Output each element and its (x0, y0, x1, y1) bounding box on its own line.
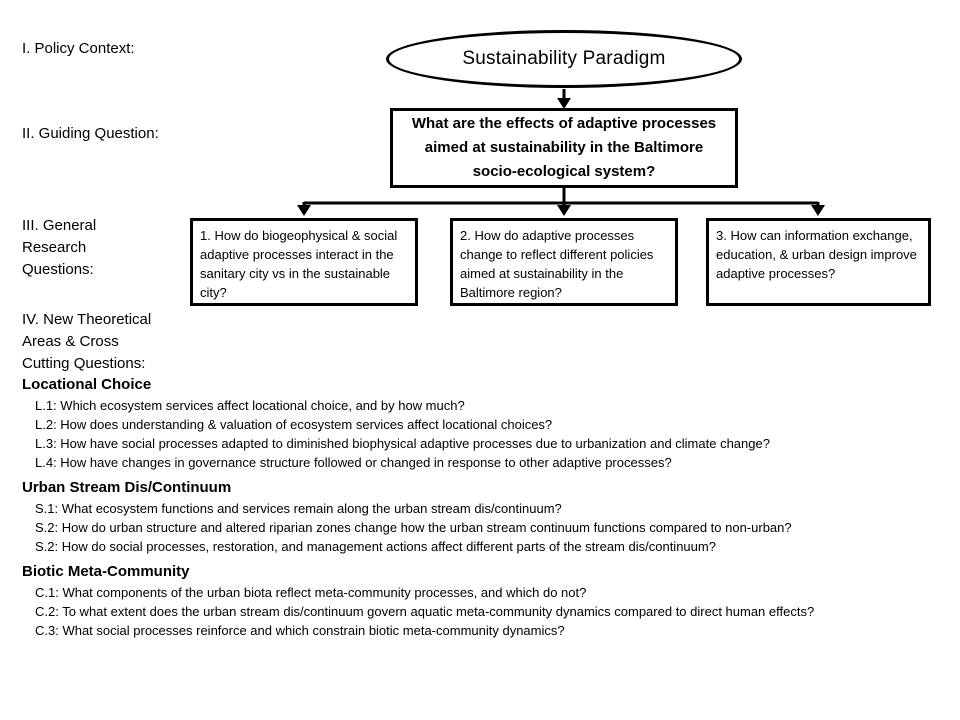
down-arrow-paradigm-to-question (557, 89, 571, 109)
paradigm-title: Sustainability Paradigm (462, 48, 666, 69)
sub-question: C.2: To what extent does the urban strea… (35, 604, 815, 619)
sub-question: S.2: How do social processes, restoratio… (35, 539, 716, 554)
research-question-box-2: 2. How do adaptive processes change to r… (450, 218, 678, 306)
sub-question: L.3: How have social processes adapted t… (35, 436, 770, 451)
guiding-question-text: What are the effects of adaptive process… (411, 115, 717, 180)
down-arrow-to-box-2 (557, 202, 571, 216)
policy-context-label: I. Policy Context: (22, 40, 135, 57)
guiding-question-label: II. Guiding Question: (22, 125, 159, 142)
sub-question: L.2: How does understanding & valuation … (35, 417, 553, 432)
section-biotic-meta-community: Biotic Meta-Community C.1: What componen… (22, 561, 947, 640)
sustainability-paradigm-ellipse: Sustainability Paradigm (386, 30, 742, 88)
guiding-question-box: What are the effects of adaptive process… (390, 108, 738, 188)
branch-connector (304, 188, 818, 205)
research-question-box-3: 3. How can information exchange, educati… (706, 218, 931, 306)
general-research-label: III. General Research Questions: (22, 217, 97, 278)
sub-question: S.2: How do urban structure and altered … (35, 520, 792, 535)
down-arrow-to-box-1 (297, 202, 311, 216)
down-arrow-to-box-3 (811, 202, 825, 216)
research-question-box-1: 1. How do biogeophysical & social adapti… (190, 218, 418, 306)
section-title: Locational Choice (22, 376, 152, 393)
cross-cutting-question-list: Locational Choice L.1: Which ecosystem s… (22, 374, 947, 640)
research-question-3-text: 3. How can information exchange, educati… (716, 228, 917, 281)
section-title: Urban Stream Dis/Continuum (22, 479, 232, 496)
research-question-1-text: 1. How do biogeophysical & social adapti… (200, 228, 398, 300)
section-title: Biotic Meta-Community (22, 563, 190, 580)
sub-question: S.1: What ecosystem functions and servic… (35, 501, 562, 516)
sub-question: C.3: What social processes reinforce and… (35, 623, 565, 638)
section-urban-stream: Urban Stream Dis/Continuum S.1: What eco… (22, 477, 947, 556)
sub-question: L.4: How have changes in governance stru… (35, 455, 672, 470)
section-locational-choice: Locational Choice L.1: Which ecosystem s… (22, 374, 947, 472)
new-theoretical-label: IV. New Theoretical Areas & Cross Cuttin… (22, 311, 152, 372)
sub-question: L.1: Which ecosystem services affect loc… (35, 398, 465, 413)
sub-question: C.1: What components of the urban biota … (35, 585, 587, 600)
research-question-2-text: 2. How do adaptive processes change to r… (460, 228, 654, 300)
